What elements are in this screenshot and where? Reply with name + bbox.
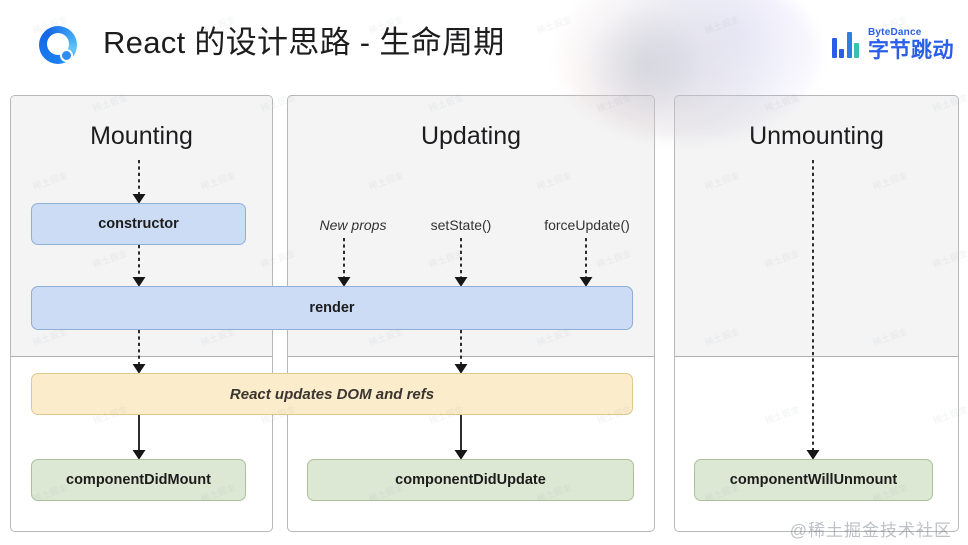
- juejin-circle-logo-icon: [35, 22, 81, 68]
- node-component-did-update[interactable]: componentDidUpdate: [307, 459, 634, 501]
- node-constructor[interactable]: constructor: [31, 203, 246, 245]
- page-header: React 的设计思路 - 生命周期 ByteDance 字节跳动: [0, 0, 968, 140]
- trigger-force-update: forceUpdate(): [544, 217, 630, 233]
- brand-name-en: ByteDance: [868, 27, 922, 38]
- logo-accent-dot: [60, 49, 73, 62]
- trigger-set-state: setState(): [430, 217, 492, 233]
- panel-mounting-title: Mounting: [90, 122, 193, 150]
- lifecycle-diagram: Mounting Updating Unmounting New props s…: [0, 90, 968, 545]
- community-watermark: @稀土掘金技术社区: [789, 521, 952, 540]
- brand-name-cn: 字节跳动: [868, 39, 954, 62]
- node-component-did-mount[interactable]: componentDidMount: [31, 459, 246, 501]
- bytedance-bars-icon: [831, 32, 859, 58]
- trigger-new-props: New props: [319, 217, 387, 233]
- panel-unmounting-upper-region: [675, 96, 958, 357]
- brand-text-group: ByteDance 字节跳动: [868, 27, 954, 63]
- node-react-updates-dom-and-refs[interactable]: React updates DOM and refs: [31, 373, 633, 415]
- node-render[interactable]: render: [31, 286, 633, 330]
- panel-unmounting-title: Unmounting: [749, 122, 884, 150]
- panel-updating-title: Updating: [420, 122, 522, 150]
- page-title: React 的设计思路 - 生命周期: [103, 25, 505, 60]
- node-component-will-unmount[interactable]: componentWillUnmount: [694, 459, 933, 501]
- bytedance-brand-lockup: ByteDance 字节跳动: [831, 24, 955, 66]
